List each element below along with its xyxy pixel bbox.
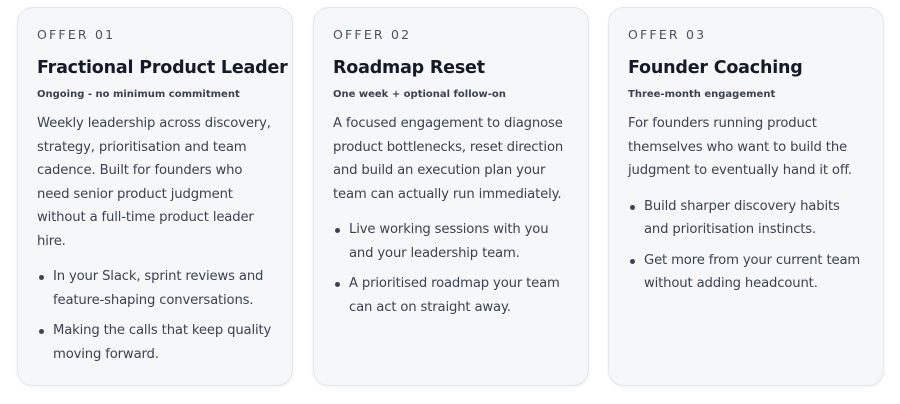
offer-number: OFFER 01 bbox=[37, 27, 116, 42]
offer-bullet-text: Making the calls that keep quality movin… bbox=[53, 323, 272, 362]
offer-bullet-list: In your Slack, sprint reviews and featur… bbox=[37, 265, 274, 366]
offer-title: Roadmap Reset bbox=[333, 58, 485, 78]
bullet-dot-icon bbox=[39, 329, 44, 334]
offer-bullet-list: Build sharper discovery habits and prior… bbox=[628, 195, 865, 296]
offer-bullet-text: A prioritised roadmap your team can act … bbox=[349, 276, 560, 315]
offer-card-roadmap-reset: OFFER 02 Roadmap Reset One week + option… bbox=[313, 7, 589, 386]
offer-bullet: Build sharper discovery habits and prior… bbox=[628, 195, 865, 242]
offer-commitment: Three-month engagement bbox=[628, 89, 776, 100]
offer-bullet: In your Slack, sprint reviews and featur… bbox=[37, 265, 274, 312]
offer-number: OFFER 03 bbox=[628, 27, 707, 42]
bullet-dot-icon bbox=[630, 258, 635, 264]
bullet-dot-icon bbox=[335, 228, 340, 233]
offer-bullet-text: Get more from your current team without … bbox=[644, 252, 861, 292]
bullet-dot-icon bbox=[39, 275, 44, 280]
offer-bullet: Get more from your current team without … bbox=[628, 249, 865, 296]
offer-description: A focused engagement to diagnose product… bbox=[333, 116, 564, 202]
offer-bullet: A prioritised roadmap your team can act … bbox=[333, 272, 570, 319]
offer-bullet-text: Live working sessions with you and your … bbox=[349, 222, 549, 261]
offer-bullet: Live working sessions with you and your … bbox=[333, 218, 570, 265]
offer-bullet-text: Build sharper discovery habits and prior… bbox=[644, 198, 840, 238]
bullet-dot-icon bbox=[630, 204, 635, 210]
offer-commitment: Ongoing - no minimum commitment bbox=[37, 89, 240, 100]
offer-title: Fractional Product Leader bbox=[37, 58, 288, 78]
offer-bullet: Making the calls that keep quality movin… bbox=[37, 319, 274, 366]
bullet-dot-icon bbox=[335, 282, 340, 287]
offer-commitment: One week + optional follow-on bbox=[333, 89, 506, 100]
offer-description: Weekly leadership across discovery, stra… bbox=[37, 116, 271, 249]
offer-number: OFFER 02 bbox=[333, 27, 412, 42]
offer-card-founder-coaching: OFFER 03 Founder Coaching Three-month en… bbox=[608, 7, 884, 386]
offer-card-fractional-product-leader: OFFER 01 Fractional Product Leader Ongoi… bbox=[17, 7, 293, 386]
offer-title: Founder Coaching bbox=[628, 58, 803, 78]
offer-description: For founders running product themselves … bbox=[628, 116, 852, 178]
offer-bullet-list: Live working sessions with you and your … bbox=[333, 218, 570, 319]
offer-bullet-text: In your Slack, sprint reviews and featur… bbox=[53, 269, 264, 308]
